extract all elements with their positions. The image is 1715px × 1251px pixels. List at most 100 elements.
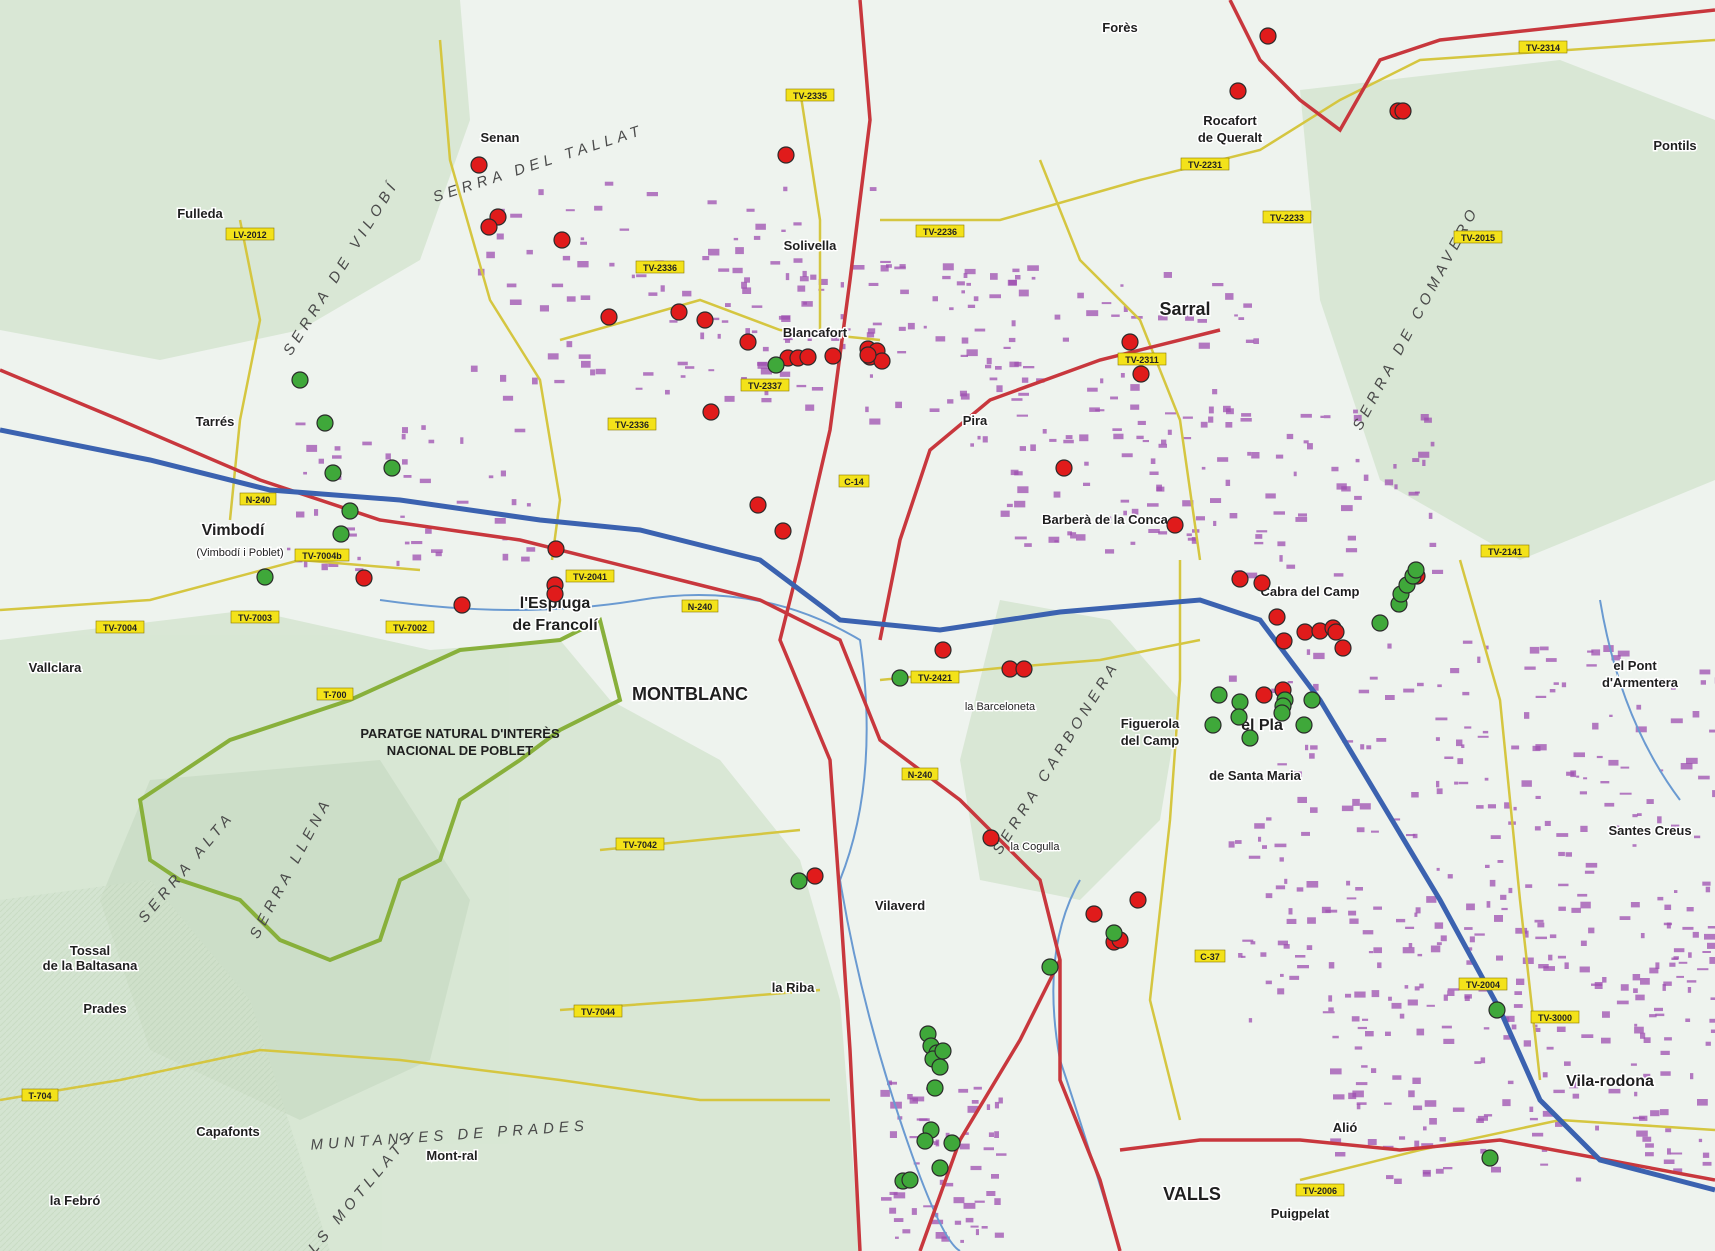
green-marker[interactable] [891, 669, 909, 687]
vineyard-patch [1487, 804, 1496, 809]
green-marker[interactable] [1295, 716, 1313, 734]
green-marker[interactable] [1210, 686, 1228, 704]
red-marker[interactable] [1296, 623, 1314, 641]
red-marker[interactable] [355, 569, 373, 587]
red-marker[interactable] [1259, 27, 1277, 45]
town-label-espluga: l'Espluga [520, 595, 591, 612]
red-marker[interactable] [1275, 632, 1293, 650]
green-marker[interactable] [1241, 729, 1259, 747]
red-marker[interactable] [1253, 574, 1271, 592]
green-marker[interactable] [1041, 958, 1059, 976]
vineyard-patch [1655, 962, 1660, 969]
green-marker[interactable] [790, 872, 808, 890]
red-marker[interactable] [1231, 570, 1249, 588]
red-marker[interactable] [799, 348, 817, 366]
green-marker[interactable] [324, 464, 342, 482]
vineyard-patch [954, 1220, 962, 1225]
vineyard-patch [514, 428, 526, 433]
red-marker[interactable] [546, 585, 564, 603]
vineyard-patch [402, 427, 408, 434]
red-marker[interactable] [1394, 102, 1412, 120]
vineyard-patch [1385, 1031, 1391, 1036]
vineyard-patch [1341, 805, 1354, 812]
vineyard-patch [1225, 293, 1234, 300]
red-marker[interactable] [1085, 905, 1103, 923]
vineyard-patch [872, 322, 882, 326]
red-marker[interactable] [774, 522, 792, 540]
green-marker[interactable] [1481, 1149, 1499, 1167]
vineyard-patch [1008, 337, 1016, 343]
red-marker[interactable] [934, 641, 952, 659]
green-marker[interactable] [341, 502, 359, 520]
red-marker[interactable] [553, 231, 571, 249]
red-marker[interactable] [1132, 365, 1150, 383]
green-marker[interactable] [767, 356, 785, 374]
red-marker[interactable] [696, 311, 714, 329]
red-marker[interactable] [1229, 82, 1247, 100]
green-marker[interactable] [943, 1134, 961, 1152]
green-marker[interactable] [316, 414, 334, 432]
red-marker[interactable] [1334, 639, 1352, 657]
vineyard-patch [1185, 315, 1194, 321]
red-marker[interactable] [1121, 333, 1139, 351]
red-marker[interactable] [1268, 608, 1286, 626]
red-marker[interactable] [1129, 891, 1147, 909]
vineyard-patch [470, 365, 478, 372]
green-marker[interactable] [332, 525, 350, 543]
green-marker[interactable] [1230, 708, 1248, 726]
red-marker[interactable] [670, 303, 688, 321]
red-marker[interactable] [1015, 660, 1033, 678]
vineyard-patch [1685, 1018, 1691, 1022]
green-marker[interactable] [383, 459, 401, 477]
green-marker[interactable] [1488, 1001, 1506, 1019]
green-marker[interactable] [901, 1171, 919, 1189]
red-marker[interactable] [470, 156, 488, 174]
red-marker[interactable] [859, 346, 877, 364]
green-marker[interactable] [926, 1079, 944, 1097]
green-marker[interactable] [1303, 691, 1321, 709]
green-marker[interactable] [256, 568, 274, 586]
red-marker[interactable] [739, 333, 757, 351]
red-marker[interactable] [1055, 459, 1073, 477]
vineyard-patch [1123, 306, 1128, 312]
red-marker[interactable] [749, 496, 767, 514]
red-marker[interactable] [453, 596, 471, 614]
red-marker[interactable] [1327, 623, 1345, 641]
green-marker[interactable] [931, 1058, 949, 1076]
vineyard-patch [1351, 1016, 1360, 1022]
green-marker[interactable] [916, 1132, 934, 1150]
vineyard-patch [1130, 541, 1136, 545]
red-marker[interactable] [1255, 686, 1273, 704]
red-marker[interactable] [480, 218, 498, 236]
road-tag-label: TV-7003 [238, 613, 272, 623]
green-marker[interactable] [1407, 561, 1425, 579]
green-marker[interactable] [931, 1159, 949, 1177]
vineyard-patch [1584, 870, 1595, 874]
vineyard-patch [1429, 1118, 1437, 1125]
green-marker[interactable] [1105, 924, 1123, 942]
vineyard-patch [1676, 975, 1684, 978]
road-tag-box [1117, 352, 1167, 366]
green-marker[interactable] [1371, 614, 1389, 632]
red-marker[interactable] [824, 347, 842, 365]
green-marker[interactable] [1204, 716, 1222, 734]
vineyard-patch [1186, 533, 1192, 537]
green-marker[interactable] [291, 371, 309, 389]
green-marker[interactable] [1273, 704, 1291, 722]
red-marker[interactable] [982, 829, 1000, 847]
vineyard-patch [1428, 512, 1433, 519]
vineyard-patch [1018, 289, 1029, 297]
red-marker[interactable] [1166, 516, 1184, 534]
vineyard-patch [1537, 922, 1545, 928]
red-marker[interactable] [600, 308, 618, 326]
vineyard-patch [971, 1100, 979, 1104]
vineyard-patch [1506, 1017, 1510, 1023]
red-marker[interactable] [806, 867, 824, 885]
red-marker[interactable] [702, 403, 720, 421]
green-marker[interactable] [1231, 693, 1249, 711]
red-marker[interactable] [547, 540, 565, 558]
red-marker[interactable] [777, 146, 795, 164]
vineyard-patch [1643, 1073, 1651, 1081]
green-marker[interactable] [934, 1042, 952, 1060]
